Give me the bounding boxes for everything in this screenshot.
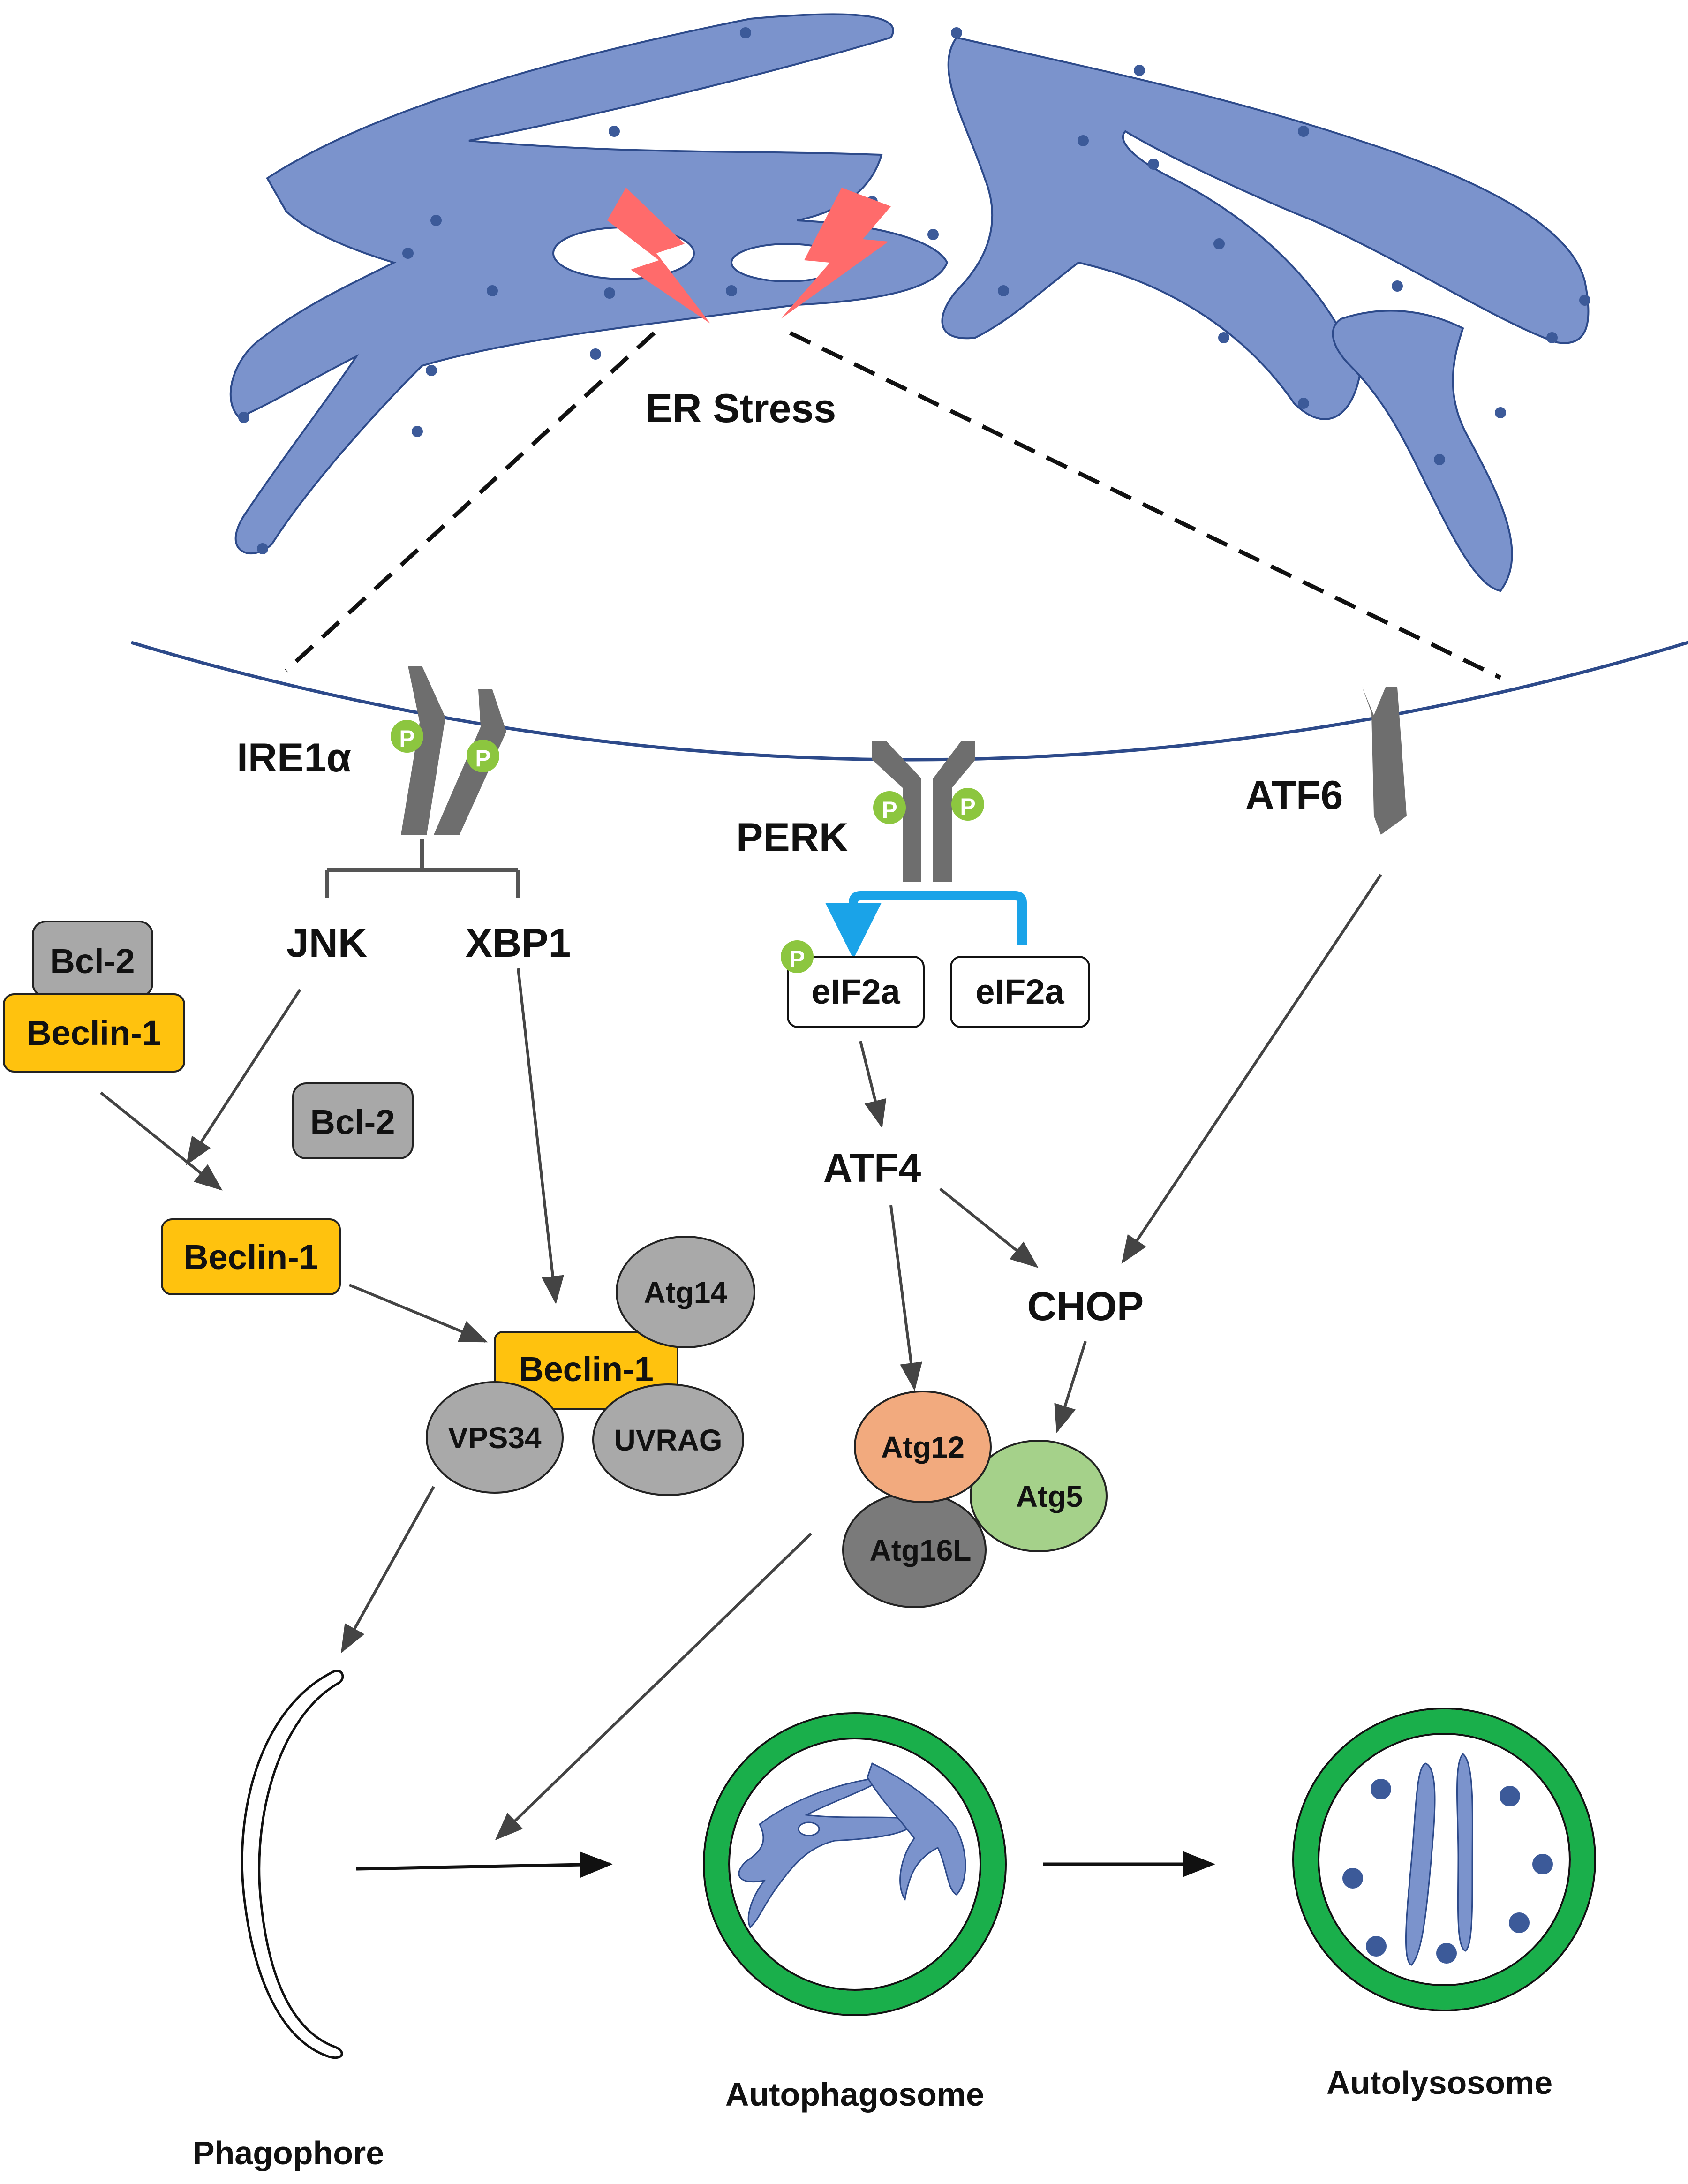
phospho-badge: P <box>391 720 423 753</box>
atg14-oval <box>616 1236 755 1348</box>
er-membrane-line <box>130 641 1688 762</box>
jnk-label: JNK <box>286 921 367 966</box>
atg5-label: Atg5 <box>1016 1480 1083 1513</box>
autophagosome <box>703 1712 1007 2016</box>
phospho-badge: P <box>951 788 984 821</box>
er-far-right-branch <box>1332 310 1513 592</box>
endoplasmic-reticulum <box>229 13 1590 592</box>
svg-text:P: P <box>399 725 414 752</box>
degraded-er-fragments <box>1405 1753 1473 1966</box>
atg14-label: Atg14 <box>644 1276 727 1309</box>
perk-label: PERK <box>736 815 848 860</box>
pathway-arrows-right <box>495 874 1382 1841</box>
vps34-oval <box>426 1381 564 1494</box>
bcl2-free-label: Bcl-2 <box>310 1103 395 1141</box>
ire1a-label: IRE1α <box>237 735 351 780</box>
phagophore-label: Phagophore <box>193 2135 384 2171</box>
uvrag-label: UVRAG <box>614 1423 722 1457</box>
xbp1-label: XBP1 <box>466 921 571 966</box>
beclin1-core-complex: Beclin-1 Atg14 VPS34 UVRAG <box>426 1236 755 1496</box>
er-left-lobe <box>229 13 949 554</box>
bcl2-label: Bcl-2 <box>50 942 135 981</box>
lightning-icon <box>781 188 891 319</box>
eif2a-p-box <box>787 956 925 1028</box>
eif2a-label: eIF2a <box>975 972 1064 1011</box>
atf6-label: ATF6 <box>1245 773 1343 818</box>
beclin1-box <box>3 993 185 1073</box>
phagophore-shape <box>241 1670 344 2059</box>
beclin1-free-box <box>161 1218 341 1295</box>
er-right-lobe <box>941 36 1590 420</box>
lysosomal-particles <box>1342 1779 1553 1964</box>
beclin1-core-box <box>494 1331 678 1410</box>
cyan-phosphorylation-arrow <box>825 891 1027 959</box>
atf6-receptor <box>1362 687 1407 835</box>
atg16l-label: Atg16L <box>870 1534 972 1567</box>
atg12-label: Atg12 <box>881 1430 965 1464</box>
engulfed-er-fragment <box>738 1762 966 1929</box>
autophagosome-label: Autophagosome <box>725 2076 984 2113</box>
pathway-arrows-left <box>100 968 564 1654</box>
svg-text:P: P <box>960 793 975 820</box>
arrow-phagophore-to-autophagosome <box>356 1851 613 1878</box>
beclin1-core-label: Beclin-1 <box>519 1350 654 1389</box>
svg-text:P: P <box>475 745 490 771</box>
svg-text:P: P <box>789 946 805 972</box>
lightning-icon <box>607 188 710 324</box>
bcl2-beclin1-complex: Bcl-2 Beclin-1 <box>3 921 185 1073</box>
eif2a-box <box>950 956 1090 1028</box>
atg12-oval <box>854 1391 992 1503</box>
autolysosome-label: Autolysosome <box>1326 2064 1552 2101</box>
perk-receptor <box>872 741 975 882</box>
er-stress-label: ER Stress <box>646 386 836 431</box>
phospho-badge: P <box>467 740 499 772</box>
chop-label: CHOP <box>1027 1284 1144 1329</box>
beclin1-free-label: Beclin-1 <box>183 1238 318 1277</box>
ire1a-branch-connector <box>325 839 520 898</box>
uvrag-oval <box>592 1383 744 1496</box>
beclin1-label: Beclin-1 <box>26 1013 161 1052</box>
dashed-zoom-line-right <box>789 331 1501 680</box>
eif2a-p-label: eIF2a <box>811 972 900 1011</box>
bcl2-free-box <box>292 1082 414 1159</box>
dashed-zoom-line-left <box>284 331 656 673</box>
svg-text:P: P <box>882 797 897 823</box>
phospho-badge: P <box>873 791 906 824</box>
atg12-atg5-atg16l-complex: Atg5 Atg16L Atg12 <box>842 1391 1108 1608</box>
ribosome-dots <box>238 27 1590 554</box>
atf4-label: ATF4 <box>823 1146 921 1191</box>
vps34-label: VPS34 <box>448 1421 542 1455</box>
atg5-oval <box>970 1440 1108 1552</box>
autolysosome <box>1292 1708 1596 2011</box>
phospho-badge: P <box>781 940 814 973</box>
